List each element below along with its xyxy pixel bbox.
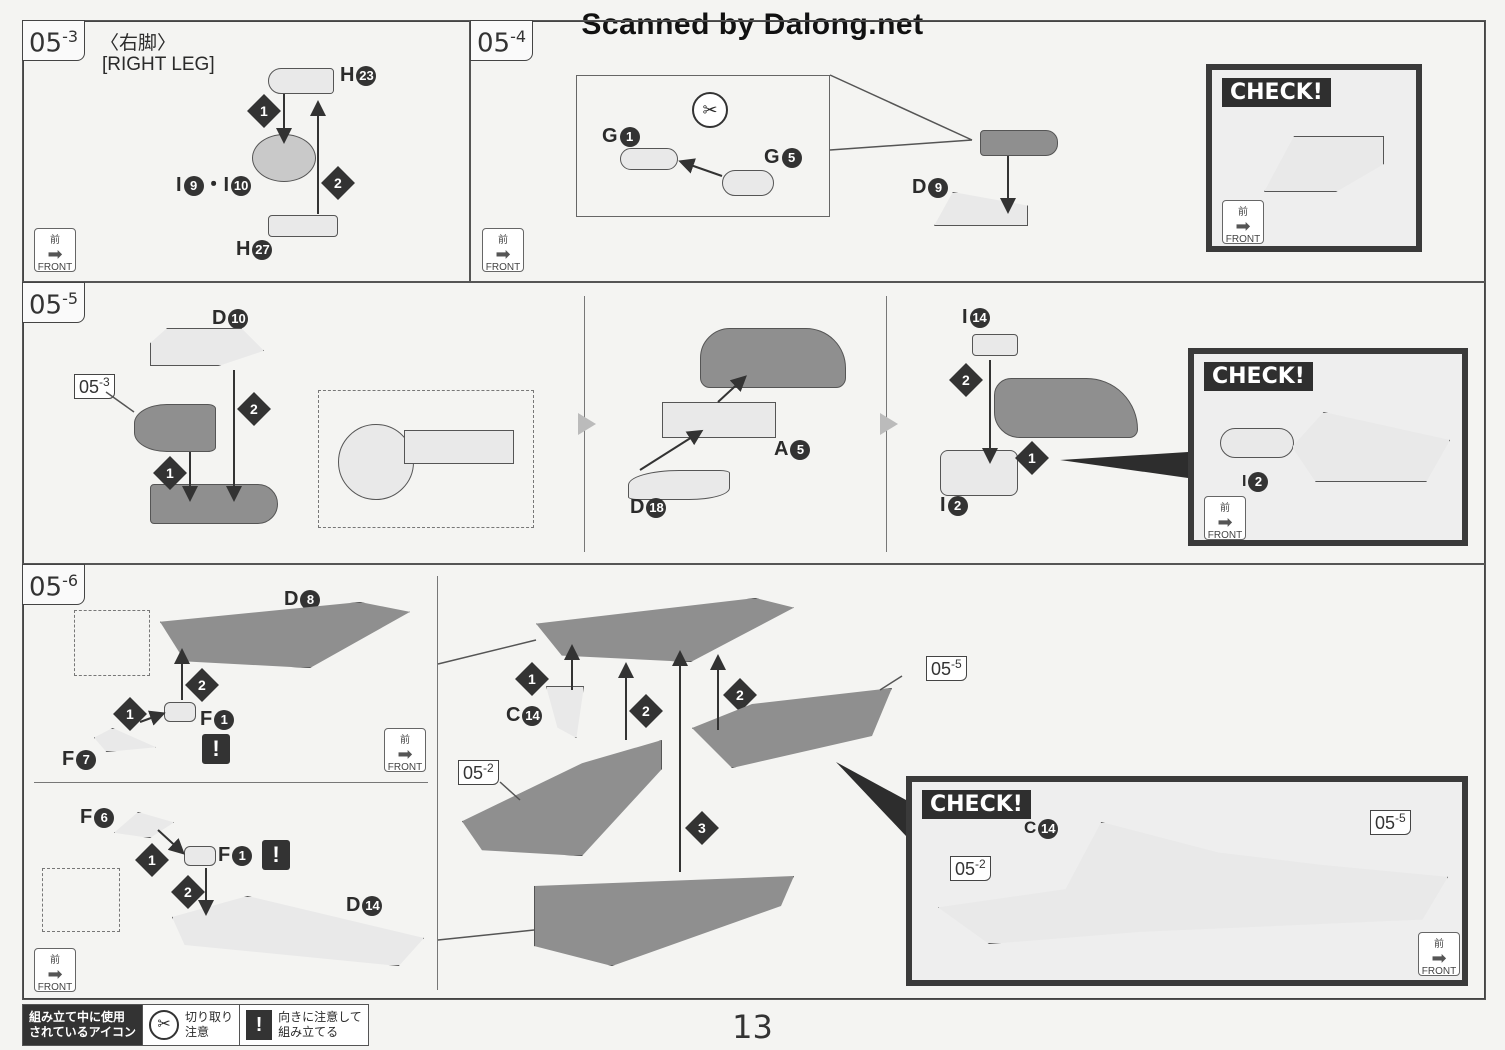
step-05-3-tag: 05-3 [22,20,86,61]
watermark: Scanned by Dalong.net [581,8,924,41]
part-i14 [972,334,1018,356]
part-i2 [940,450,1018,496]
step-05-6-panel [22,564,1486,1000]
step-05-3-panel [22,20,470,282]
flow-arrow-icon [578,413,596,435]
right-leg-en-title: [RIGHT LEG] [102,54,215,75]
check-box-05-4: CHECK! 前➡FRONT [1206,64,1422,252]
front-direction-icon: 前➡FRONT [34,228,76,273]
part-leg-cover [994,378,1138,438]
ref-05-5-check: 05-5 [1370,810,1411,835]
icon-legend: 組み立て中に使用されているアイコン ✂ 切り取り注意 ! 向きに注意して組み立て… [22,1004,369,1046]
front-direction-icon: 前➡FRONT [34,948,76,993]
part-leg-assembly [134,404,216,452]
cut-caution-icon: ✂ [149,1010,180,1040]
part-h27 [268,215,338,237]
detail-joint [338,424,414,500]
divider [437,576,438,990]
part-d9-connector [980,130,1058,156]
ref-05-2: 05-2 [458,760,499,785]
step-05-6-tag: 05-6 [22,564,86,605]
caution-orientation-icon: ! [262,840,290,870]
ref-05-3: 05-3 [74,374,115,399]
part-leg-frame [150,484,278,524]
detail-inset-dashed [318,390,534,528]
part-f1-bottom [184,846,216,866]
caution-orientation-icon: ! [202,734,230,764]
right-leg-jp-title: 〈右脚〉 [100,33,177,54]
detail-inset-box [576,75,830,217]
part-a5 [662,402,776,438]
legend-heading: 組み立て中に使用されているアイコン [23,1005,144,1045]
part-thigh-cover [700,328,846,388]
front-direction-icon: 前➡FRONT [1204,496,1246,541]
caution-orientation-icon: ! [246,1010,273,1040]
step-05-4-tag: 05-4 [470,20,534,61]
section-separator [34,782,428,783]
check-label: CHECK! [922,790,1031,819]
legend-cut-caution: ✂ 切り取り注意 [143,1005,241,1045]
part-h23 [268,68,334,94]
detail-bracket [404,430,514,464]
check-part-i2 [1220,428,1294,458]
cut-caution-icon: ✂ [692,92,728,128]
ref-05-5: 05-5 [926,656,967,681]
front-direction-icon: 前➡FRONT [1222,200,1264,245]
check-label: CHECK! [1204,362,1313,391]
front-direction-icon: 前➡FRONT [482,228,524,273]
ref-05-2-check: 05-2 [950,856,991,881]
page-number: 13 [732,1008,773,1046]
step-05-5-tag: 05-5 [22,282,86,323]
part-d18 [628,470,730,500]
part-g5 [722,170,774,196]
flow-arrow-icon [880,413,898,435]
front-direction-icon: 前➡FRONT [384,728,426,773]
step-05-5-panel [22,282,1486,564]
part-g1 [620,148,678,170]
front-direction-icon: 前➡FRONT [1418,932,1460,977]
check-label: CHECK! [1222,78,1331,107]
step-05-4-panel [470,20,1486,282]
detail-inset-dashed [42,868,120,932]
detail-inset-dashed [74,610,150,676]
legend-orientation-caution: ! 向きに注意して組み立てる [240,1005,368,1045]
